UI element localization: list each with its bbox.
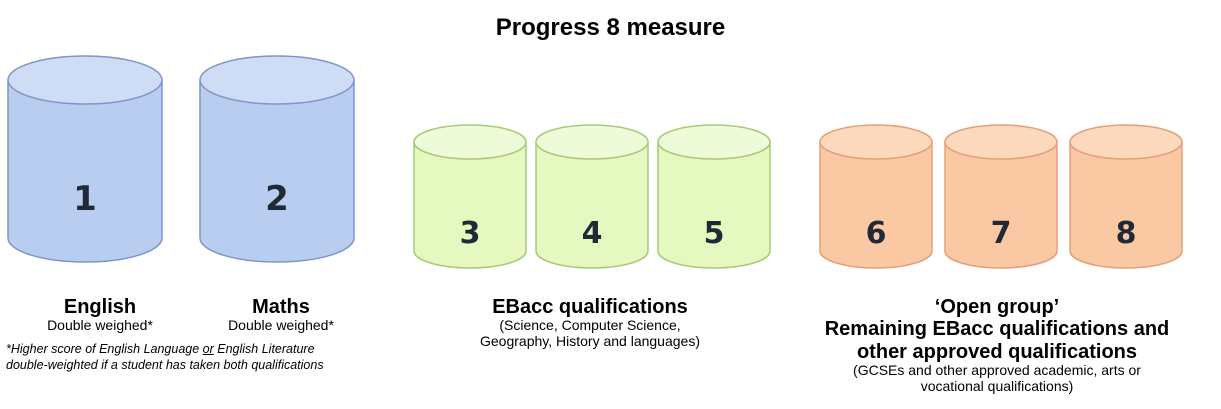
page-title: Progress 8 measure: [495, 14, 726, 41]
maths-label: Maths Double weighed*: [196, 296, 366, 334]
footnote: *Higher score of English Language or Eng…: [6, 342, 476, 373]
bucket-5: 5: [657, 124, 771, 269]
ebacc-label: EBacc qualifications (Science, Computer …: [420, 296, 760, 350]
bucket-top: [7, 55, 163, 105]
bucket-body: [819, 141, 933, 269]
footnote-part2: English Literature: [213, 342, 315, 356]
bucket-top: [1069, 124, 1183, 160]
ebacc-sub-line2: Geography, History and languages): [480, 333, 700, 350]
ebacc-sub-line1: (Science, Computer Science,: [499, 317, 681, 334]
footnote-part1: *Higher score of English Language: [6, 342, 203, 356]
english-label: English Double weighed*: [20, 296, 180, 334]
bucket-body: [657, 141, 771, 269]
open-group-sub-line1: (GCSEs and other approved academic, arts…: [853, 362, 1141, 379]
bucket-number: 8: [1116, 216, 1137, 251]
bucket-body: [7, 79, 163, 263]
maths-heading: Maths: [252, 296, 310, 318]
english-heading: English: [63, 296, 137, 318]
english-sub: Double weighed*: [47, 317, 153, 334]
bucket-6: 6: [819, 124, 933, 269]
open-group-label: ‘Open group’ Remaining EBacc qualificati…: [784, 296, 1210, 395]
maths-sub: Double weighed*: [228, 317, 334, 334]
bucket-top: [819, 124, 933, 160]
bucket-number: 4: [582, 216, 603, 251]
bucket-body: [413, 141, 527, 269]
bucket-number: 2: [265, 179, 289, 219]
bucket-body: [199, 79, 355, 263]
bucket-number: 6: [866, 216, 887, 251]
bucket-number: 5: [704, 216, 725, 251]
open-group-heading: ‘Open group’: [934, 296, 1060, 318]
bucket-number: 1: [73, 179, 97, 219]
bucket-body: [944, 141, 1058, 269]
bucket-top: [657, 124, 771, 160]
bucket-number: 3: [460, 216, 481, 251]
bucket-top: [413, 124, 527, 160]
ebacc-heading: EBacc qualifications: [492, 296, 688, 318]
bucket-3: 3: [413, 124, 527, 269]
open-group-heading-line3: other approved qualifications: [856, 340, 1138, 363]
bucket-8: 8: [1069, 124, 1183, 269]
bucket-top: [199, 55, 355, 105]
bucket-body: [1069, 141, 1183, 269]
bucket-body: [535, 141, 649, 269]
bucket-4: 4: [535, 124, 649, 269]
bucket-1: 1: [7, 55, 163, 263]
bucket-top: [944, 124, 1058, 160]
bucket-top: [535, 124, 649, 160]
buckets-diagram: 1 2 3 4 5 6 7 8: [7, 55, 1183, 269]
footnote-or: or: [202, 342, 214, 356]
open-group-sub-line2: vocational qualifications): [920, 377, 1074, 394]
footnote-line2: double-weighted if a student has taken b…: [6, 357, 324, 372]
open-group-heading-line2: Remaining EBacc qualifications and: [824, 318, 1170, 341]
bucket-7: 7: [944, 124, 1058, 269]
bucket-number: 7: [991, 216, 1012, 251]
bucket-2: 2: [199, 55, 355, 263]
